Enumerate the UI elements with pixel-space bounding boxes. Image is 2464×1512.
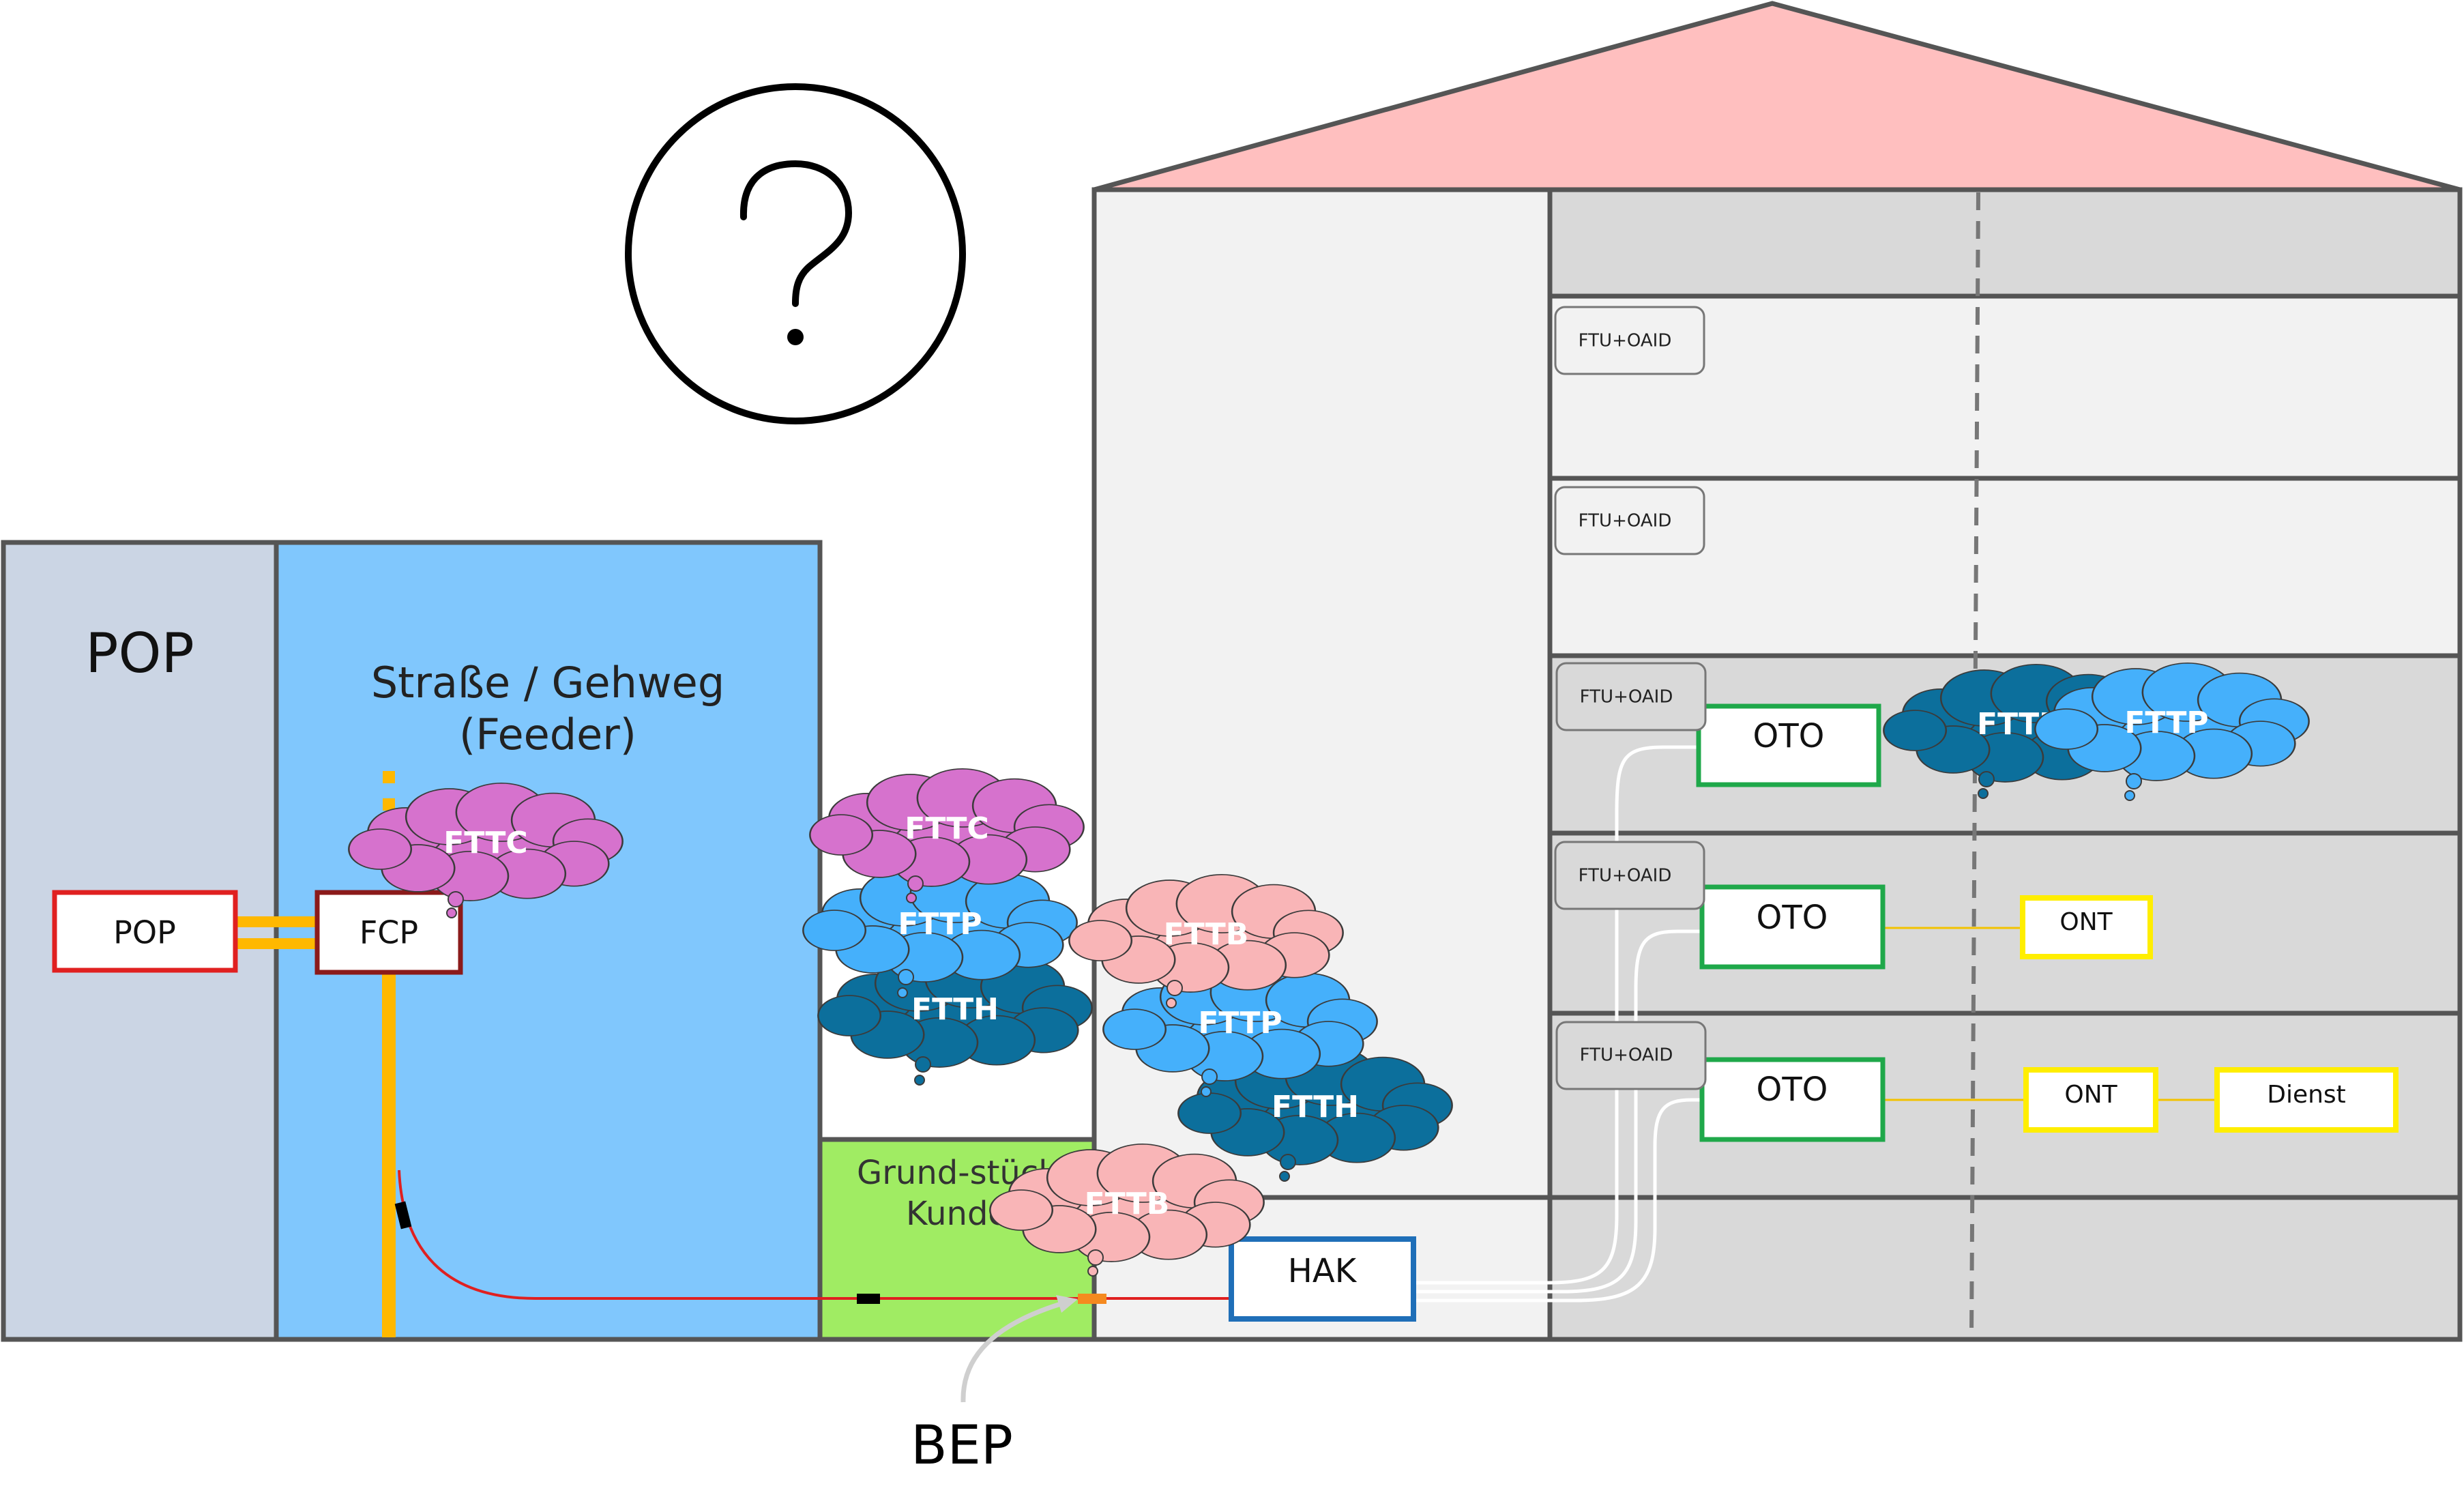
- pop-node-label: POP: [113, 914, 176, 951]
- street-title-line1: Straße / Gehweg: [371, 658, 724, 708]
- bep-pointer: [960, 1299, 1068, 1403]
- splice-marker-street: [394, 1201, 412, 1230]
- cloud-fttp-column2: FTTP: [1102, 962, 1378, 1097]
- pop-node: POP: [52, 890, 238, 973]
- oto-node-1: OTO: [1696, 703, 1881, 787]
- fcp-node-label: FCP: [360, 914, 418, 951]
- cloud-fttb-column2: FTTB: [1068, 873, 1344, 1008]
- hak-node-label: HAK: [1288, 1252, 1358, 1290]
- bep-pointer-arrow: [1056, 1295, 1078, 1313]
- ftu-oaid-tag-2-label: FTU+OAID: [1579, 511, 1672, 532]
- dienst-node: Dienst: [2214, 1067, 2399, 1133]
- cloud-fttc-column1: FTTC: [809, 768, 1085, 903]
- bep-marker: [1078, 1294, 1106, 1304]
- ftu-oaid-tag-4: FTU+OAID: [1554, 841, 1705, 910]
- cloud-ftth-column1-label: FTTH: [911, 992, 999, 1027]
- oto-node-2: OTO: [1699, 884, 1886, 970]
- roof: [1094, 1, 2461, 192]
- street-title-line2: (Feeder): [459, 710, 636, 759]
- floor-unit-cellar: [1547, 1195, 2463, 1342]
- cloud-fttp-column1-label: FTTP: [898, 907, 982, 942]
- unit-divider-dashed: [1969, 192, 1980, 1338]
- fcp-node: FCP: [314, 890, 463, 975]
- cloud-fttp-column2-label: FTTP: [1198, 1006, 1282, 1041]
- ont-node-2: ONT: [2023, 1067, 2158, 1133]
- cloud-fttc-street-label: FTTC: [443, 826, 527, 860]
- ftu-oaid-tag-5-label: FTU+OAID: [1580, 1045, 1673, 1066]
- ftu-oaid-tag-3-label: FTU+OAID: [1580, 687, 1673, 708]
- ftu-oaid-tag-3: FTU+OAID: [1555, 662, 1707, 731]
- cloud-fttb-column2-label: FTTB: [1164, 917, 1249, 952]
- ftu-oaid-tag-1-label: FTU+OAID: [1579, 331, 1672, 351]
- cloud-fttp-apartment: FTTP: [2034, 662, 2310, 801]
- riser-cables: [1413, 745, 1702, 1303]
- ftu-oaid-tag-1: FTU+OAID: [1554, 306, 1705, 375]
- cloud-fttc-column1-label: FTTC: [905, 811, 988, 846]
- cloud-ftth-column2: FTTH: [1177, 1046, 1453, 1182]
- drop-cable: [398, 1169, 1231, 1300]
- cloud-ftth-column1: FTTH: [817, 948, 1093, 1086]
- pop-area-title: POP: [85, 622, 194, 685]
- splice-marker-property: [857, 1294, 880, 1304]
- hak-node: HAK: [1229, 1236, 1416, 1322]
- cloud-fttp-apartment-label: FTTP: [2124, 706, 2208, 740]
- oto-node-1-label: OTO: [1753, 717, 1825, 755]
- bep-label: BEP: [911, 1415, 1013, 1477]
- ont-node-1: ONT: [2020, 895, 2153, 959]
- ftu-oaid-tag-5: FTU+OAID: [1555, 1021, 1707, 1090]
- cloud-fttp-column1: FTTP: [802, 863, 1078, 998]
- ftu-oaid-tag-2: FTU+OAID: [1554, 486, 1705, 555]
- dienst-node-label: Dienst: [2267, 1081, 2346, 1109]
- ont-node-1-label: ONT: [2059, 908, 2113, 936]
- attic-unit: [1547, 187, 2463, 299]
- ftu-oaid-tag-4-label: FTU+OAID: [1579, 866, 1672, 886]
- ont-node-2-label: ONT: [2064, 1081, 2117, 1109]
- oto-node-2-label: OTO: [1757, 899, 1828, 937]
- cloud-ftth-column2-label: FTTH: [1272, 1090, 1359, 1124]
- oto-node-3-label: OTO: [1757, 1071, 1828, 1109]
- cloud-fttb-bep: FTTB: [989, 1143, 1265, 1277]
- oto-node-3: OTO: [1699, 1057, 1886, 1142]
- cloud-fttb-bep-label: FTTB: [1085, 1187, 1170, 1221]
- cloud-fttc-street: FTTC: [348, 782, 624, 918]
- question-mark-circle-icon: [625, 83, 966, 424]
